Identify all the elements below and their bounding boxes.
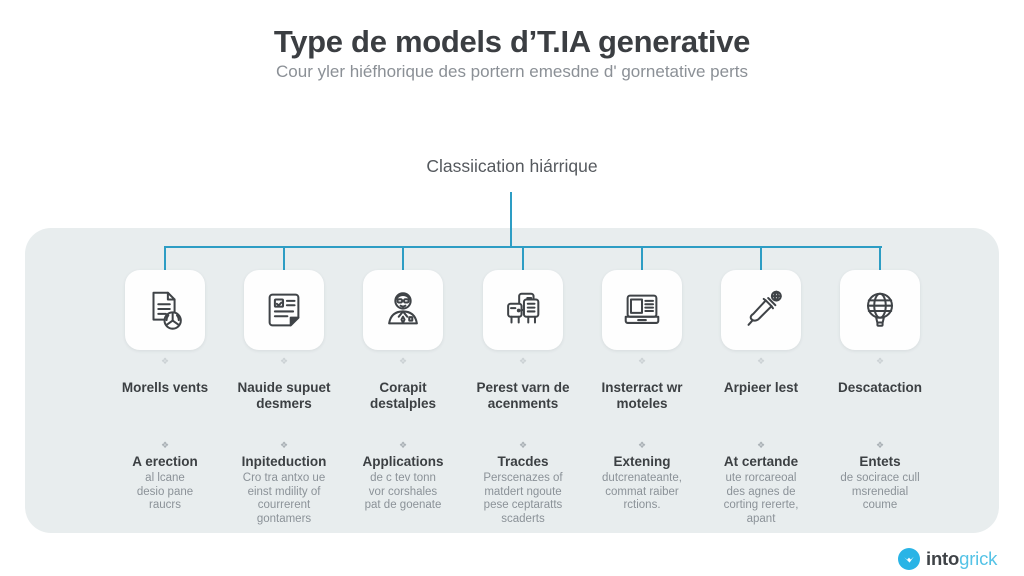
logo-text: intogrick <box>926 548 997 570</box>
diamond-icon: ❖ <box>518 356 528 366</box>
diamond-icon: ❖ <box>637 440 647 450</box>
diamond-icon: ❖ <box>637 356 647 366</box>
category-column-1: ❖ Morells vents ❖ A erection al lcane de… <box>107 270 223 535</box>
category-title: Arpieer lest <box>723 380 799 395</box>
tree-branch-connector <box>402 246 404 271</box>
tree-branch-connector <box>641 246 643 271</box>
logo-text-dark: into <box>926 548 960 569</box>
category-description: de c tev tonn vor corshales pat de goena… <box>364 472 442 511</box>
category-subtitle: A erection <box>132 454 198 469</box>
category-subtitle: Entets <box>859 454 901 469</box>
category-title: Morells vents <box>121 380 209 395</box>
diamond-icon: ❖ <box>518 440 528 450</box>
tree-root-connector <box>510 192 512 248</box>
category-title: Insterract wr moteles <box>601 380 683 411</box>
diamond-icon: ❖ <box>279 440 289 450</box>
tree-branch-connector <box>879 246 881 271</box>
brand-logo: intogrick <box>898 547 997 571</box>
icon-card <box>483 270 563 350</box>
category-column-4: ❖ Perest varn de acenments ❖ Tracdes Per… <box>465 270 581 535</box>
icon-card <box>721 270 801 350</box>
icon-card <box>840 270 920 350</box>
icon-card <box>244 270 324 350</box>
category-description: ute rorcareoal des agnes de corting rere… <box>723 472 799 525</box>
logo-text-light: grick <box>959 548 998 569</box>
icon-card <box>602 270 682 350</box>
category-description: Perscenazes of matdert ngoute pese cepta… <box>483 472 563 525</box>
category-description: Cro tra antxo ue einst mdility of courre… <box>242 472 326 525</box>
tree-branch-connector <box>522 246 524 271</box>
note-document-icon <box>268 293 300 327</box>
category-subtitle: Extening <box>613 454 671 469</box>
monitor-icon <box>624 294 660 324</box>
category-title: Corapit destalples <box>369 380 437 411</box>
diamond-icon: ❖ <box>875 356 885 366</box>
category-column-7: ❖ Descataction ❖ Entets de socirace cull… <box>822 270 938 535</box>
diamond-icon: ❖ <box>160 440 170 450</box>
diamond-icon: ❖ <box>756 356 766 366</box>
category-subtitle: Inpiteduction <box>241 454 327 469</box>
category-column-2: ❖ Nauide supuet desmers ❖ Inpiteduction … <box>226 270 342 535</box>
tree-branch-connector <box>283 246 285 271</box>
category-subtitle: Tracdes <box>497 454 549 469</box>
page-title: Type de models d’T.IA generative <box>273 24 751 59</box>
logo-bird-icon <box>898 548 920 570</box>
category-column-3: ❖ Corapit destalples ❖ Applications de c… <box>345 270 461 535</box>
balloon-globe-icon <box>867 292 893 327</box>
category-title: Descataction <box>837 380 923 395</box>
icon-card <box>125 270 205 350</box>
megaphone-icon <box>747 290 782 326</box>
category-subtitle: At certande <box>723 454 799 469</box>
tree-root-label: Classiication hiárrique <box>426 156 598 176</box>
icon-card <box>363 270 443 350</box>
category-title: Perest varn de acenments <box>476 380 570 411</box>
devices-icon <box>507 292 540 324</box>
diamond-icon: ❖ <box>756 440 766 450</box>
diamond-icon: ❖ <box>398 440 408 450</box>
diamond-icon: ❖ <box>160 356 170 366</box>
category-title: Nauide supuet desmers <box>237 380 331 411</box>
category-description: al lcane desio pane raucrs <box>136 472 194 511</box>
category-column-6: ❖ Arpieer lest ❖ At certande ute rorcare… <box>703 270 819 535</box>
person-avatar-icon <box>388 292 418 325</box>
document-globe-icon <box>152 291 182 330</box>
diamond-icon: ❖ <box>398 356 408 366</box>
category-column-5: ❖ Insterract wr moteles ❖ Extening dutcr… <box>584 270 700 535</box>
page-subtitle: Cour yler hiéfhorique des portern emesdn… <box>276 62 748 81</box>
category-subtitle: Applications <box>362 454 444 469</box>
category-description: de socirace cull msrenedial coume <box>840 472 920 511</box>
tree-branch-connector <box>164 246 166 271</box>
diamond-icon: ❖ <box>279 356 289 366</box>
diamond-icon: ❖ <box>875 440 885 450</box>
tree-branch-connector <box>760 246 762 271</box>
category-description: dutcrenateante, commat raiber rctions. <box>602 472 682 511</box>
